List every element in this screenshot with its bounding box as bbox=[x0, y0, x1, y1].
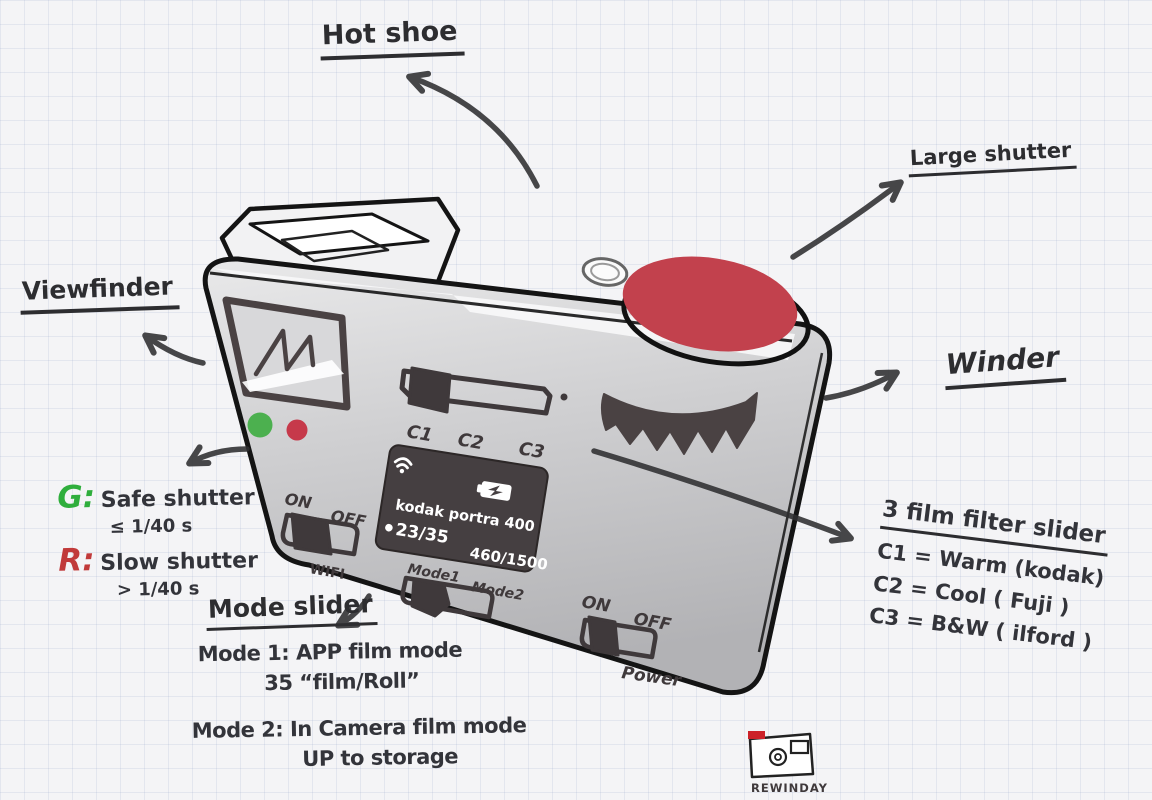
filter-c3-label: C3 bbox=[517, 438, 546, 463]
logo-lens bbox=[768, 747, 788, 767]
wifi-icon bbox=[393, 457, 413, 474]
hot-shoe-plate bbox=[248, 212, 430, 256]
arrow-led-notes bbox=[186, 444, 250, 467]
brand-logo: REWINDAY bbox=[748, 731, 828, 795]
arrow-film-filter bbox=[591, 448, 854, 544]
film-filter-slider[interactable]: C1 C2 C3 bbox=[399, 366, 568, 463]
green-led-key: G: bbox=[56, 479, 96, 516]
mode1-note: Mode 1: APP film mode 35 “film/Roll” bbox=[198, 638, 463, 697]
wifi-on-label: ON bbox=[283, 489, 313, 513]
logo-lens-inner bbox=[774, 753, 782, 761]
filter-c2-label: C2 bbox=[456, 429, 485, 454]
viewfinder-window bbox=[222, 296, 351, 411]
arrow-winder bbox=[823, 369, 900, 401]
logo-red-tab bbox=[748, 731, 765, 739]
green-led-value: ≤ 1/40 s bbox=[109, 515, 193, 538]
logo-viewfinder bbox=[789, 739, 810, 755]
viewfinder-label: Viewfinder bbox=[19, 271, 180, 315]
viewfinder-glare bbox=[242, 360, 344, 392]
record-dot bbox=[385, 523, 393, 532]
film-filter-notes: 3 film filter slider C1 = Warm (kodak) C… bbox=[867, 496, 1111, 659]
power-switch-track[interactable] bbox=[579, 617, 658, 660]
filter-c1-label: C1 bbox=[405, 421, 434, 446]
green-led bbox=[247, 412, 273, 438]
red-led bbox=[286, 419, 308, 441]
mode2-note-text: In Camera film mode bbox=[289, 713, 527, 742]
filter-index-dot bbox=[560, 393, 568, 401]
filter-slider-knob[interactable] bbox=[407, 366, 452, 414]
logo-wordmark: REWINDAY bbox=[751, 781, 828, 795]
mode1-note-sub: 35 “film/Roll” bbox=[264, 668, 420, 696]
mode2-note-sub: UP to storage bbox=[302, 744, 459, 771]
lcd-display: kodak portra 400 23/35 460/1500 bbox=[374, 444, 549, 574]
wifi-switch-track[interactable] bbox=[280, 512, 360, 557]
winder-gear[interactable] bbox=[600, 392, 758, 455]
red-led-value: > 1/40 s bbox=[116, 578, 200, 601]
battery-icon bbox=[476, 481, 512, 501]
power-switch-knob[interactable] bbox=[587, 615, 620, 657]
wifi-switch-knob[interactable] bbox=[290, 512, 333, 556]
power-switch[interactable]: ON OFF Power bbox=[579, 592, 684, 691]
power-on-label: ON bbox=[580, 592, 612, 617]
right-edge-line bbox=[757, 352, 824, 653]
hot-shoe-mount bbox=[280, 229, 390, 263]
mode-switch-knob[interactable] bbox=[410, 577, 451, 618]
green-led-text: Safe shutter bbox=[100, 485, 256, 513]
wifi-switch-label: WIFI bbox=[308, 561, 346, 583]
top-deck bbox=[212, 268, 795, 360]
mode2-note-key: Mode 2: bbox=[191, 717, 284, 743]
hot-shoe-label: Hot shoe bbox=[319, 15, 465, 61]
mode1-note-text: APP film mode bbox=[295, 637, 463, 665]
large-shutter-button[interactable] bbox=[616, 245, 815, 376]
callout-arrows bbox=[142, 70, 904, 629]
winder-label: Winder bbox=[942, 339, 1067, 391]
mode2-note: Mode 2: In Camera film mode UP to storag… bbox=[192, 713, 528, 773]
red-led-key: R: bbox=[58, 542, 95, 579]
filter-slider-track[interactable] bbox=[399, 368, 553, 416]
arrow-viewfinder bbox=[142, 332, 206, 366]
rewind-dial[interactable] bbox=[581, 256, 629, 289]
mode1-note-key: Mode 1: bbox=[197, 640, 290, 667]
arrow-large-shutter bbox=[790, 179, 904, 260]
mode-switch-track[interactable] bbox=[400, 575, 495, 620]
arrow-mode-slider bbox=[335, 593, 372, 629]
led-notes: G: Safe shutter ≤ 1/40 s R: Slow shutter… bbox=[57, 476, 259, 601]
arrow-hot-shoe bbox=[406, 70, 540, 189]
red-led-text: Slow shutter bbox=[100, 548, 259, 577]
mode-switch[interactable]: Mode1 Mode2 bbox=[400, 561, 525, 620]
viewfinder-scribble bbox=[253, 328, 316, 377]
